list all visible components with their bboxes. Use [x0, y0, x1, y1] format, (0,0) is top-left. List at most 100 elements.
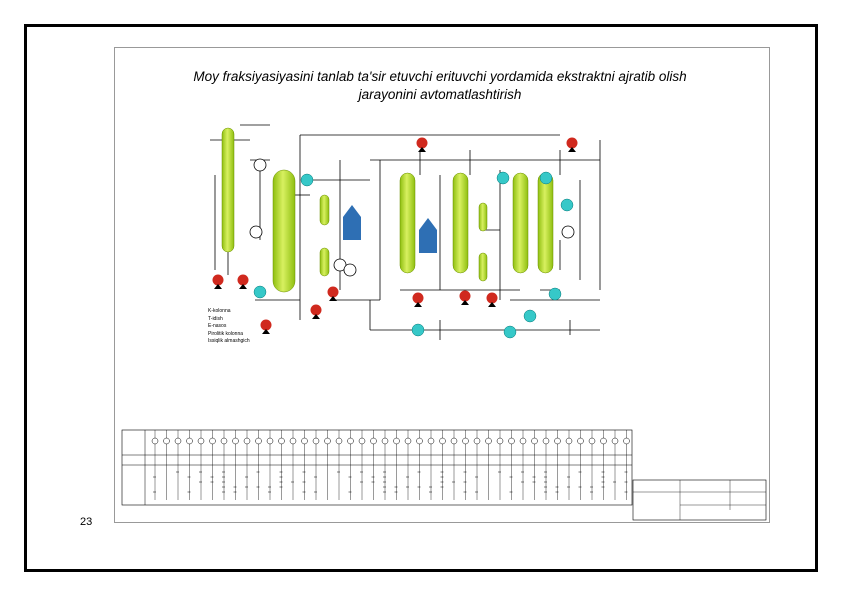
distillation-column: [272, 169, 296, 293]
instrument-symbol-icon: [255, 437, 262, 445]
instrument-symbol-icon: [370, 437, 377, 445]
pump-base-icon: [418, 147, 426, 152]
instrument-symbol-icon: [151, 437, 159, 445]
reactor-vessel: [419, 218, 437, 253]
instrument-symbol-icon: [600, 437, 607, 445]
heat-exchanger-icon: [253, 158, 267, 172]
instrument-symbol-icon: [485, 437, 492, 445]
pump-icon: [327, 286, 339, 298]
pump-base-icon: [568, 147, 576, 152]
instrument-symbol-icon: [462, 437, 469, 445]
instrument-sensor-icon: [503, 325, 517, 339]
instrument-symbol-icon: [542, 437, 550, 445]
instrument-symbol-icon: [266, 437, 274, 445]
instrument-sensor-icon: [560, 198, 574, 212]
instrument-symbol-icon: [243, 437, 251, 445]
instrument-symbol-icon: [577, 437, 584, 445]
instrument-symbol-icon: [358, 437, 366, 445]
heat-exchanger-icon: [333, 258, 347, 272]
instrument-symbol-icon: [220, 437, 228, 445]
instrument-symbol-icon: [312, 437, 320, 445]
instrument-symbol-icon: [623, 437, 630, 445]
heat-exchanger-icon: [249, 225, 263, 239]
instrument-symbol-icon: [209, 437, 216, 445]
distillation-column: [319, 194, 330, 226]
title-block: [632, 479, 767, 521]
heat-exchanger-icon: [343, 263, 357, 277]
instrument-symbol-icon: [588, 437, 596, 445]
instrument-symbol-icon: [381, 437, 389, 445]
instrument-symbol-icon: [197, 437, 205, 445]
instrument-symbol-icon: [416, 437, 423, 445]
instrument-symbol-icon: [289, 437, 297, 445]
distillation-column: [537, 172, 554, 274]
instrument-sensor-icon: [411, 323, 425, 337]
distillation-column: [512, 172, 529, 274]
instrument-symbol-icon: [232, 437, 239, 445]
equipment-legend: K-kolonna T-idish E-nasos Pirolitik kolo…: [208, 308, 250, 346]
pump-icon: [459, 290, 471, 302]
distillation-column: [478, 252, 488, 282]
instrument-symbol-icon: [496, 437, 504, 445]
instrument-sensor-icon: [523, 309, 537, 323]
pump-base-icon: [262, 329, 270, 334]
instrument-symbol-icon: [439, 437, 446, 445]
instrument-sensor-icon: [539, 171, 553, 185]
diagram-title-line2: jarayonini avtomatlashtirish: [358, 87, 522, 102]
instrument-symbol-icon: [324, 437, 331, 445]
instrument-symbol-icon: [565, 437, 573, 445]
instrument-symbol-icon: [404, 437, 412, 445]
page-border: [24, 24, 818, 572]
pump-icon: [566, 137, 578, 149]
reactor-vessel: [343, 205, 361, 240]
distillation-column: [319, 247, 330, 277]
instrument-symbol-icon: [531, 437, 538, 445]
instrument-symbol-icon: [393, 437, 400, 445]
legend-item: Pirolitik kolonna: [208, 330, 244, 337]
instrument-sensor-icon: [253, 285, 267, 299]
instrument-symbol-icon: [450, 437, 458, 445]
distillation-column: [452, 172, 469, 274]
instrument-symbol-icon: [347, 437, 354, 445]
instrument-sensor-icon: [496, 171, 510, 185]
page-number: 23: [80, 516, 93, 528]
pump-icon: [212, 274, 224, 286]
diagram-title-line1: Moy fraksiyasiyasini tanlab ta'sir etuvc…: [193, 69, 687, 84]
legend-item: K-kolonna: [208, 308, 231, 314]
instrument-sensor-icon: [548, 287, 562, 301]
instrument-symbol-icon: [508, 437, 515, 445]
pump-icon: [486, 292, 498, 304]
distillation-column: [399, 172, 416, 274]
instrument-symbol-icon: [611, 437, 619, 445]
pump-base-icon: [414, 302, 422, 307]
pump-base-icon: [312, 314, 320, 319]
instrument-symbol-icon: [163, 437, 170, 445]
pump-icon: [260, 319, 272, 331]
legend-item: T-idish: [208, 315, 223, 322]
pump-base-icon: [329, 296, 337, 301]
distillation-column: [478, 202, 488, 232]
instrument-symbol-icon: [427, 437, 435, 445]
instrument-symbol-icon: [473, 437, 481, 445]
instrument-symbol-icon: [278, 437, 285, 445]
legend-item: E-nasos: [208, 323, 227, 329]
pump-base-icon: [461, 300, 469, 305]
instrument-symbol-icon: [335, 437, 343, 445]
instrument-symbol-icon: [174, 437, 182, 445]
instrument-symbol-icon: [519, 437, 527, 445]
instrumentation-table: [121, 429, 633, 506]
pump-icon: [416, 137, 428, 149]
instrument-symbol-icon: [554, 437, 561, 445]
heat-exchanger-icon: [561, 225, 575, 239]
drawing-frame: [114, 47, 770, 523]
pump-base-icon: [239, 284, 247, 289]
distillation-column: [221, 127, 235, 253]
instrument-symbol-icon: [301, 437, 308, 445]
legend-item: Issiqlik almashgich: [208, 338, 250, 344]
pump-icon: [412, 292, 424, 304]
pump-base-icon: [214, 284, 222, 289]
pump-icon: [237, 274, 249, 286]
pump-base-icon: [488, 302, 496, 307]
